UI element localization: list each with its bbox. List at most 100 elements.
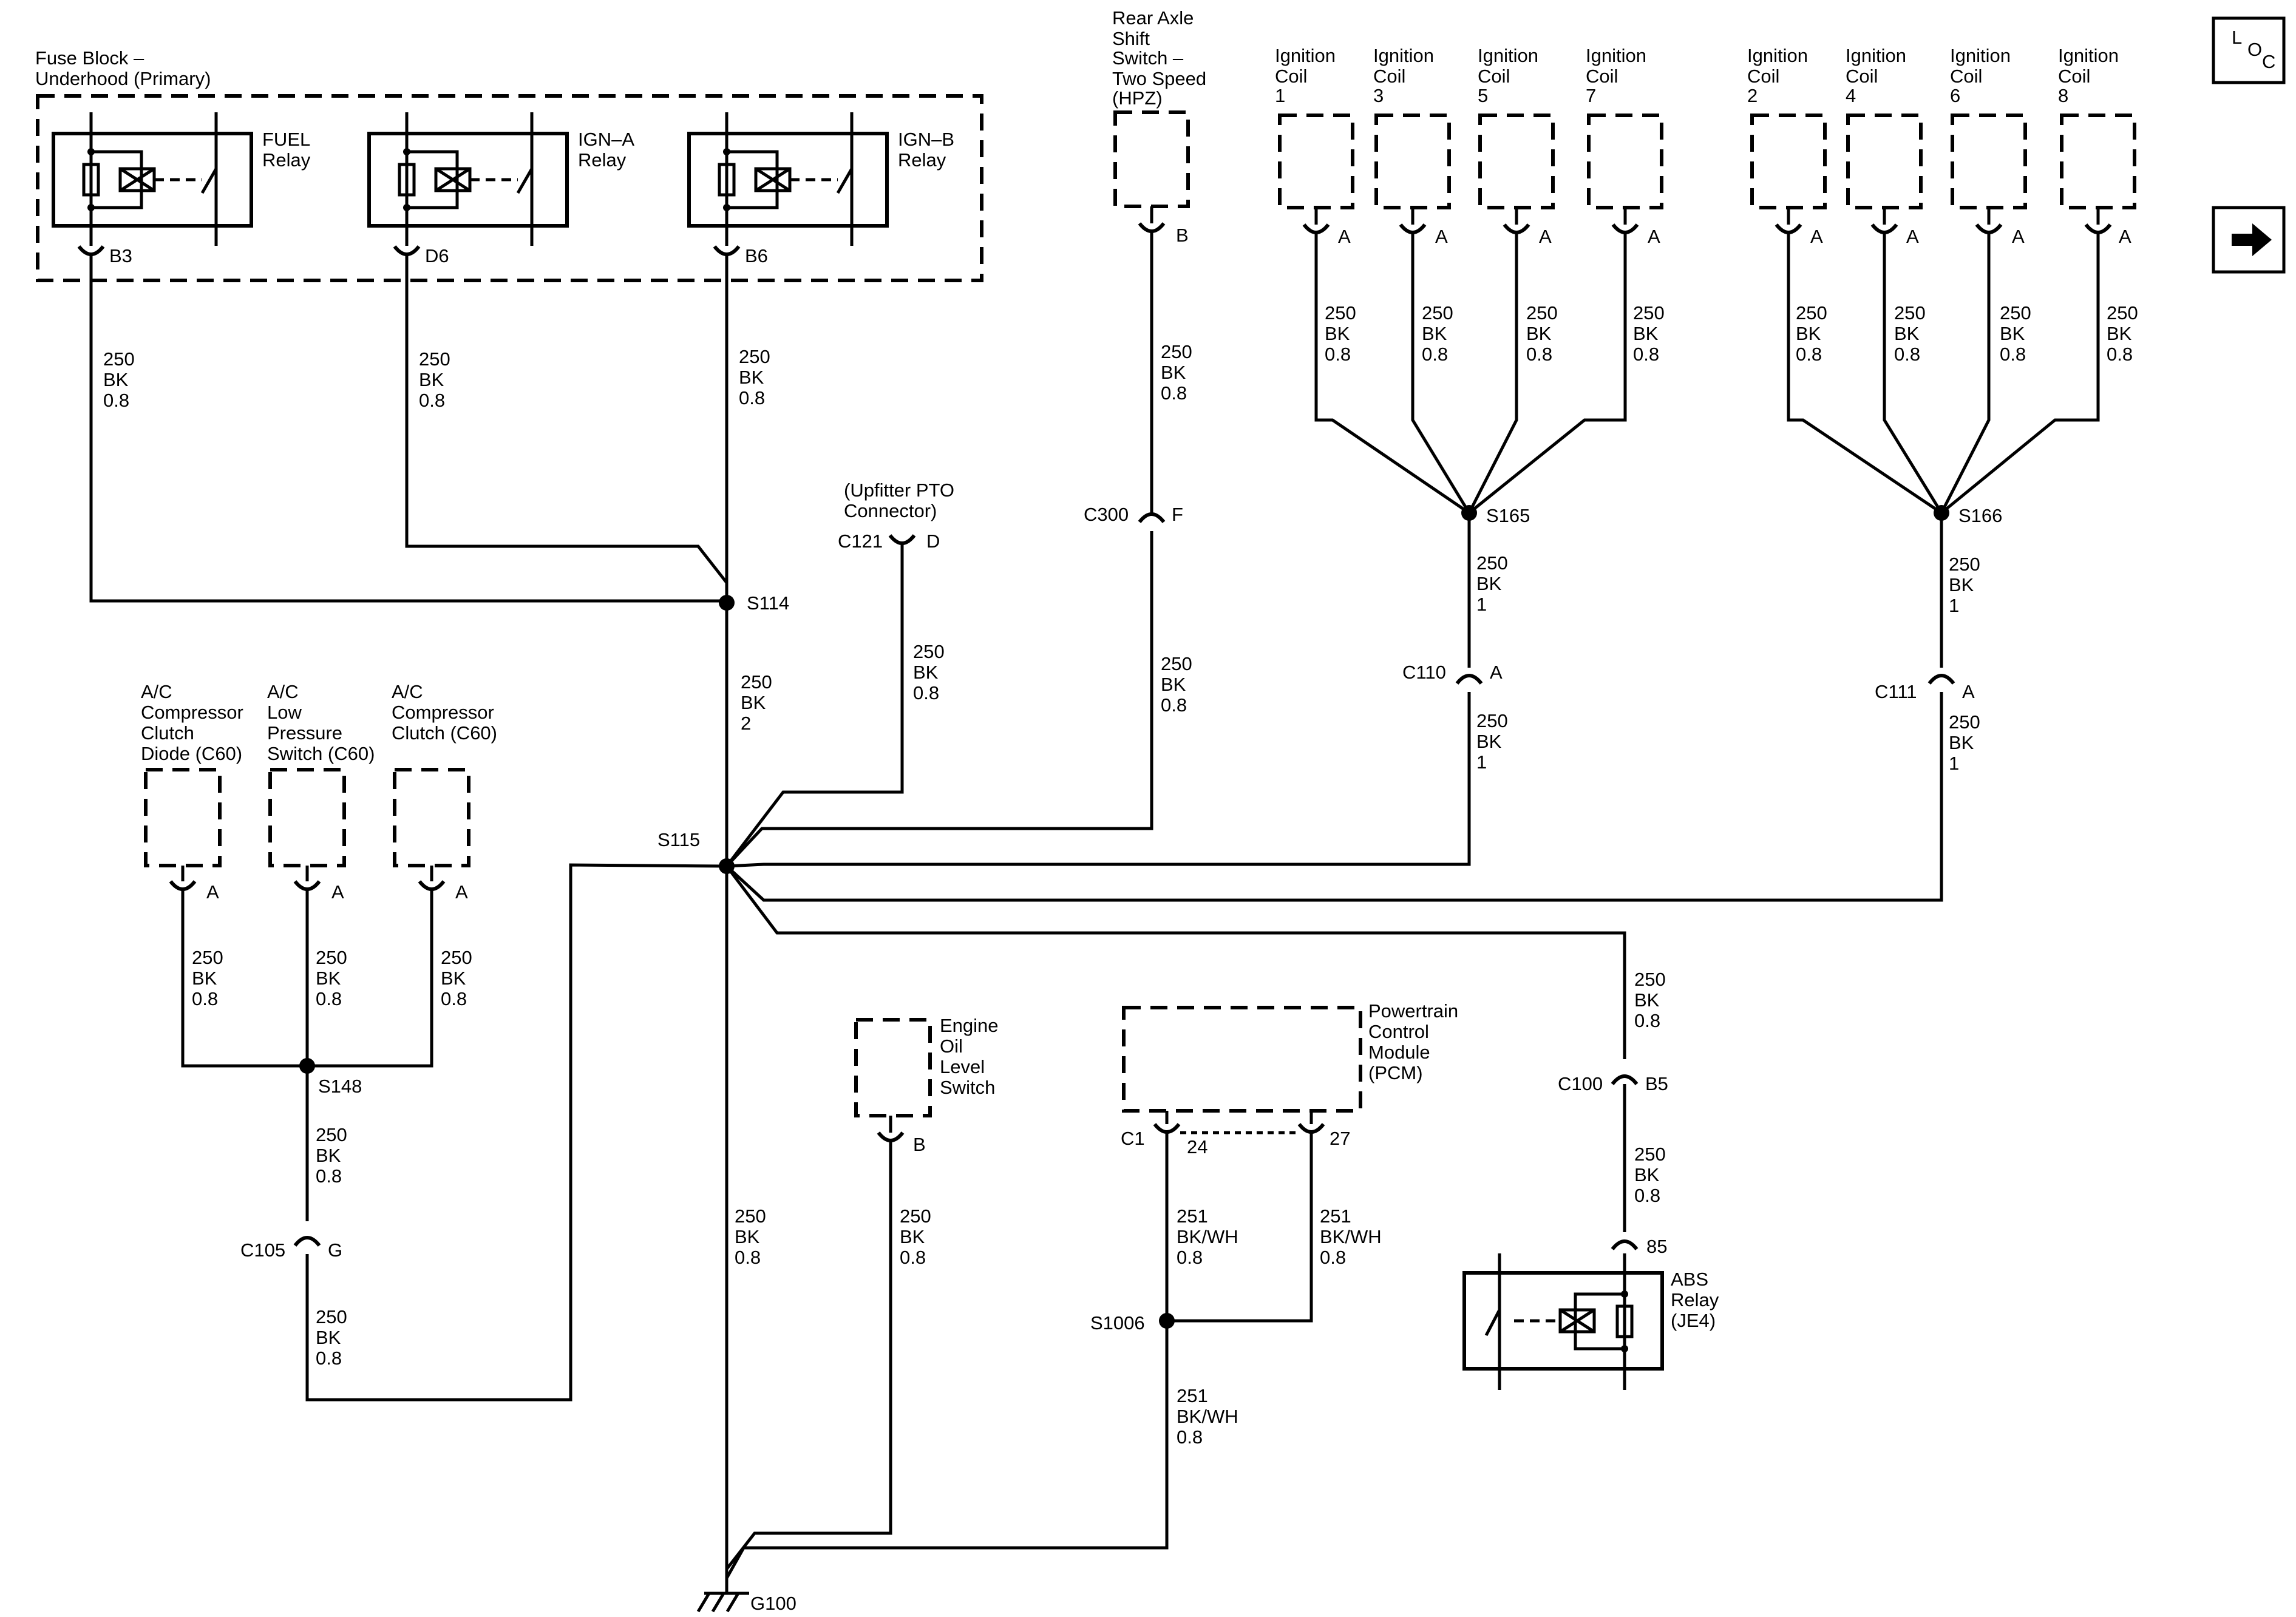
svg-text:BK: BK — [441, 968, 466, 989]
ign-b-relay-name-2: Relay — [898, 149, 946, 171]
pin-b3: B3 — [109, 245, 132, 266]
next-page-button[interactable] — [2212, 206, 2286, 274]
svg-text:BK: BK — [1949, 732, 1974, 753]
abs-resistor-icon — [1615, 1304, 1634, 1338]
svg-text:Rear Axle: Rear Axle — [1112, 7, 1194, 29]
svg-text:0.8: 0.8 — [419, 390, 445, 411]
svg-text:A: A — [2012, 226, 2025, 247]
svg-text:BK: BK — [1422, 323, 1447, 344]
svg-text:250: 250 — [1325, 302, 1356, 324]
svg-text:250: 250 — [735, 1205, 766, 1227]
svg-text:250: 250 — [900, 1205, 931, 1227]
svg-text:A: A — [1435, 226, 1448, 247]
svg-text:Ignition: Ignition — [2058, 45, 2119, 66]
svg-text:Ignition: Ignition — [1950, 45, 2011, 66]
svg-text:250: 250 — [913, 641, 945, 662]
svg-text:0.8: 0.8 — [913, 682, 939, 703]
svg-text:Coil: Coil — [1747, 66, 1779, 87]
svg-text:Coil: Coil — [1373, 66, 1405, 87]
relay-resistor-icon — [718, 163, 736, 197]
svg-text:Coil: Coil — [2058, 66, 2090, 87]
svg-text:0.8: 0.8 — [739, 387, 765, 408]
splice-s115-label: S115 — [657, 829, 700, 850]
fuse-block-outline — [36, 94, 983, 282]
upfitter-label-1: (Upfitter PTO — [844, 480, 954, 501]
right-arrow-icon — [2232, 223, 2272, 256]
svg-text:Compressor: Compressor — [392, 702, 494, 723]
ign-b-relay-name-1: IGN–B — [898, 129, 954, 150]
svg-text:BK: BK — [1634, 989, 1660, 1011]
svg-text:A: A — [1539, 226, 1552, 247]
c100-label: C100 — [1558, 1073, 1603, 1094]
wire-s166 — [725, 692, 1943, 902]
svg-text:250: 250 — [103, 348, 135, 370]
svg-text:251: 251 — [1177, 1385, 1208, 1406]
svg-text:L: L — [2232, 27, 2242, 48]
svg-text:1: 1 — [1949, 595, 1959, 616]
pcm: Powertrain Control Module (PCM) C1 24 27… — [725, 1000, 1458, 1579]
svg-text:250: 250 — [316, 947, 347, 968]
svg-text:Diode (C60): Diode (C60) — [141, 743, 242, 764]
svg-text:BK: BK — [103, 369, 129, 390]
c100-pin: B5 — [1645, 1073, 1668, 1094]
svg-text:0.8: 0.8 — [316, 988, 342, 1009]
svg-text:A: A — [1338, 226, 1351, 247]
svg-text:0.8: 0.8 — [1325, 344, 1351, 365]
svg-text:250: 250 — [1161, 341, 1192, 362]
svg-text:250: 250 — [1796, 302, 1827, 324]
svg-text:BK: BK — [1161, 674, 1186, 695]
svg-text:BK: BK — [316, 968, 341, 989]
wire-abs — [725, 865, 1626, 1059]
c111-label: C111 — [1875, 681, 1917, 702]
svg-text:BK: BK — [1894, 323, 1920, 344]
svg-text:BK: BK — [739, 367, 764, 388]
svg-text:4: 4 — [1846, 85, 1856, 106]
svg-text:Module: Module — [1368, 1042, 1430, 1063]
svg-text:1: 1 — [1476, 594, 1487, 615]
svg-text:0.8: 0.8 — [1634, 1010, 1660, 1031]
svg-text:250: 250 — [1634, 969, 1666, 990]
svg-text:0.8: 0.8 — [1634, 1185, 1660, 1206]
wire-c105 — [305, 863, 727, 1402]
fuel-relay-name-2: Relay — [262, 149, 311, 171]
svg-text:250: 250 — [1161, 653, 1192, 674]
fuse-block-title-1: Fuse Block – — [35, 47, 144, 69]
svg-text:A: A — [1906, 226, 1919, 247]
location-button[interactable]: L O C — [2212, 16, 2286, 84]
svg-text:250: 250 — [1633, 302, 1665, 324]
svg-text:A: A — [455, 881, 468, 903]
c111-pin: A — [1962, 681, 1975, 702]
svg-text:Ignition: Ignition — [1478, 45, 1538, 66]
svg-text:A: A — [206, 881, 219, 903]
svg-text:BK: BK — [1949, 574, 1974, 595]
wire-oil-switch — [725, 1140, 892, 1570]
svg-text:0.8: 0.8 — [1796, 344, 1822, 365]
splice-s165-label: S165 — [1486, 505, 1530, 526]
relay-pin-connectors: B3 D6 B6 — [77, 245, 768, 267]
svg-text:250: 250 — [1526, 302, 1558, 324]
c1-pin-24: 24 — [1187, 1136, 1207, 1158]
svg-text:0.8: 0.8 — [1526, 344, 1552, 365]
wire-s165 — [726, 692, 1471, 868]
relay-resistor-icon — [82, 163, 100, 197]
svg-text:Ignition: Ignition — [1373, 45, 1434, 66]
rear-axle-switch-body — [1113, 110, 1190, 208]
svg-text:250: 250 — [1476, 710, 1508, 731]
svg-text:250: 250 — [1422, 302, 1453, 324]
